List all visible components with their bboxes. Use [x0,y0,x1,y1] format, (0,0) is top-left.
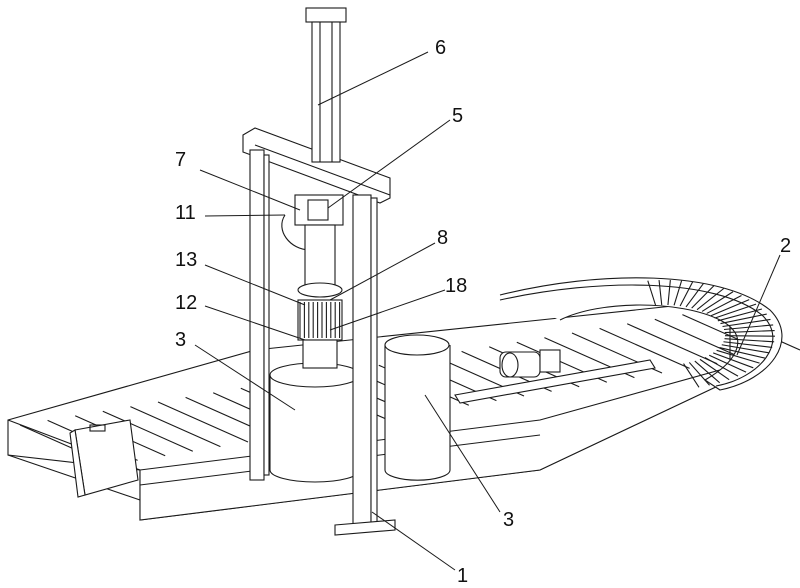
roller [102,410,194,452]
curved-roller [691,285,715,309]
roller [654,318,746,360]
curved-roller [679,281,694,307]
roller [130,406,221,448]
motor [454,349,656,404]
label-5: 5 [452,105,464,127]
curved-roller [714,303,757,319]
curved-roller [667,280,671,306]
curved-roller [723,341,773,348]
curved-conveyor [499,277,783,391]
curved-roller [699,358,730,381]
curved-roller [724,335,775,337]
curved-roller [720,313,767,325]
curved-roller [710,299,750,317]
curved-roller [708,354,747,373]
label-13: 13 [175,249,198,271]
label-2: 2 [780,235,792,257]
curved-roller [706,294,742,314]
leader-lines [194,51,781,571]
curved-roller [704,356,739,377]
curved-roller [716,349,760,364]
label-3a: 3 [175,329,187,351]
curved-roller [683,363,700,388]
curved-rollers [647,280,775,388]
roller [157,401,249,443]
curved-roller [717,308,763,322]
head-assembly [281,194,344,369]
label-12: 12 [175,292,198,314]
curved-roller [724,338,775,343]
curved-roller [673,280,683,306]
curved-roller [721,344,770,354]
curved-roller [701,291,734,312]
curved-roller [719,347,765,359]
gantry-frame [242,127,396,536]
cylinders [269,334,451,483]
curved-roller [696,288,725,311]
curved-roller [688,362,710,386]
label-11: 11 [175,202,196,224]
label-8: 8 [437,227,449,249]
lift-cylinder [305,7,347,163]
label-6: 6 [435,37,447,59]
gear [299,302,341,338]
curved-roller [658,280,663,306]
label-1: 1 [457,565,469,587]
roller [599,327,690,369]
curved-roller [712,352,754,369]
label-18: 18 [445,275,468,297]
control-box [69,419,139,498]
roller [626,323,718,365]
label-3b: 3 [503,509,515,531]
curved-roller [694,360,721,384]
label-7: 7 [175,149,187,171]
curved-roller [724,329,775,334]
curved-roller [685,283,704,308]
curved-roller [722,318,771,328]
curved-roller [647,280,657,306]
